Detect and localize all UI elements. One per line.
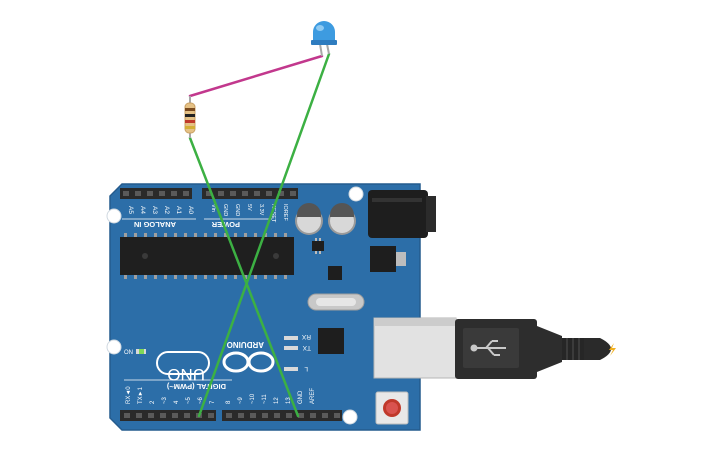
- small-ic: [328, 266, 342, 280]
- digital-header-high[interactable]: [222, 410, 342, 421]
- pin-label-d5: ~5: [186, 396, 192, 404]
- pin-label-d1: TX►1: [138, 386, 144, 404]
- wire-green-led-to-pin[interactable]: [197, 52, 331, 418]
- pin-label-d2: 2: [150, 400, 156, 404]
- analog-pin-labels: A5 A4 A3 A2 A1 A0: [127, 206, 194, 214]
- crystal-oscillator: [307, 293, 365, 311]
- status-leds: [284, 336, 298, 371]
- mounting-hole: [106, 208, 122, 224]
- pin-label-gnd-digital: GND: [298, 390, 304, 404]
- digital-title: DIGITAL (PWM~): [166, 382, 226, 391]
- pin-label-ioref: IOREF: [282, 204, 288, 221]
- pin-label-d0: RX◄0: [126, 386, 132, 404]
- pin-label-d8: 8: [226, 400, 232, 404]
- pin-label-d9: ~9: [238, 396, 244, 404]
- pin-label-a0: A0: [187, 206, 194, 214]
- usb-interface-chip: [318, 328, 344, 354]
- pin-label-d11: ~11: [262, 394, 268, 404]
- tx-label: TX: [302, 344, 311, 351]
- capacitor: [328, 203, 356, 235]
- pin-label-a3: A3: [151, 206, 158, 214]
- on-led: [136, 349, 146, 354]
- pin-label-vin: Vin: [210, 204, 216, 212]
- l-led-label: L: [304, 365, 308, 372]
- atmega-chip: [120, 233, 294, 279]
- digital-pin-labels: RX◄0 TX►1 2 ~3 4 ~5 ~6 7 8 ~9 ~10 ~11 12…: [126, 386, 316, 404]
- pin-label-d3: ~3: [162, 396, 168, 404]
- pin-label-d7: 7: [210, 400, 216, 404]
- power-header[interactable]: [202, 188, 298, 199]
- dc-power-jack[interactable]: [368, 190, 436, 238]
- pin-label-gnd-2: GND: [234, 204, 240, 216]
- wire-green-resistor-to-gnd[interactable]: [188, 136, 300, 418]
- mounting-hole: [348, 186, 364, 202]
- led-blue[interactable]: [311, 21, 337, 57]
- pin-label-a4: A4: [139, 206, 146, 214]
- pin-label-d4: 4: [174, 400, 180, 404]
- pin-label-3v3: 3.3V: [258, 204, 264, 216]
- pin-label-a2: A2: [163, 206, 170, 214]
- pin-label-a5: A5: [127, 206, 134, 214]
- pin-label-d12: 12: [274, 397, 280, 404]
- arduino-infinity-logo: [222, 351, 275, 373]
- power-title: POWER: [211, 220, 240, 229]
- pin-label-d10: ~10: [250, 393, 256, 404]
- uno-logo-text: UNO: [167, 365, 205, 384]
- pin-label-a1: A1: [175, 206, 182, 214]
- uno-logo: UNO: [156, 351, 210, 384]
- analog-header[interactable]: [120, 188, 192, 199]
- usb-cable[interactable]: [455, 319, 616, 379]
- reset-button[interactable]: [375, 391, 409, 425]
- pin-label-d6: ~6: [198, 396, 204, 404]
- usb-b-port[interactable]: [373, 317, 457, 379]
- analog-in-title: ANALOG IN: [134, 220, 176, 229]
- on-label: ON: [124, 350, 133, 356]
- rx-label: RX: [301, 333, 311, 340]
- usb-icon: [470, 340, 506, 356]
- resistor[interactable]: [184, 96, 196, 138]
- lightning-icon: [609, 343, 616, 356]
- capacitor: [295, 203, 323, 235]
- small-transistor: [312, 238, 324, 254]
- wire-pink-resistor-to-led[interactable]: [188, 54, 324, 98]
- pin-label-gnd-1: GND: [222, 204, 228, 216]
- arduino-brand-text: ARDUINO: [227, 340, 264, 349]
- voltage-regulator: [370, 246, 406, 272]
- arduino-uno-board[interactable]: A5 A4 A3 A2 A1 A0 Vin GND GND 5V 3.3V RE…: [106, 183, 457, 431]
- pin-label-d13: 13: [286, 397, 292, 404]
- mounting-hole: [106, 339, 122, 355]
- pin-label-aref: AREF: [310, 388, 316, 404]
- pin-label-5v: 5V: [246, 204, 252, 211]
- mounting-hole: [342, 409, 358, 425]
